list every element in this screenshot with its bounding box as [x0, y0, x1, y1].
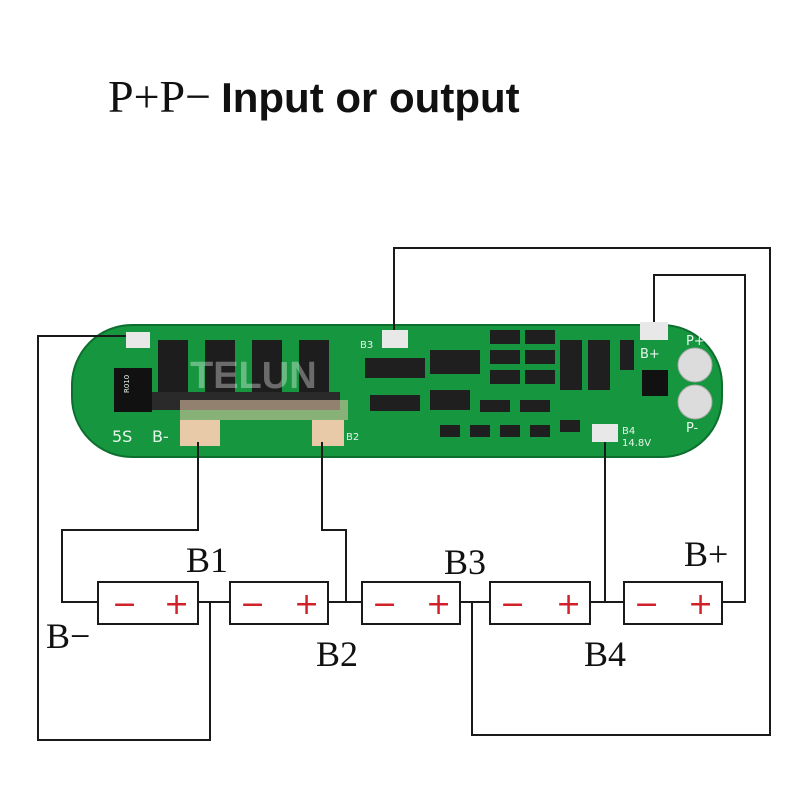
- cell-2: − +: [229, 581, 329, 625]
- mosfet-1: [158, 340, 188, 392]
- board-label-5s: 5S: [112, 427, 132, 446]
- cell-1: − +: [97, 581, 199, 625]
- cell-5: − +: [623, 581, 723, 625]
- board-label-bplus: B+: [640, 347, 660, 362]
- wires: [37, 247, 771, 741]
- cell-3-minus: −: [372, 587, 397, 622]
- mosfet-3: [252, 340, 282, 392]
- board-label-bminus: B-: [152, 427, 169, 446]
- label-bminus: B−: [46, 616, 90, 656]
- resistor-code: R010: [123, 375, 131, 393]
- cell-3: − +: [361, 581, 461, 625]
- board-label-b3: B3: [360, 340, 373, 351]
- pad-pplus: [640, 322, 668, 340]
- pad-pminus-round: [677, 384, 713, 420]
- label-b2: B2: [316, 634, 358, 674]
- mosfet-2: [205, 340, 235, 392]
- board-label-pminus: P-: [686, 421, 699, 436]
- cell-4: − +: [489, 581, 591, 625]
- wire-b3: [393, 247, 771, 736]
- cell-3-plus: +: [426, 587, 451, 622]
- pad-bminus-top: [126, 332, 150, 348]
- wire-b1-loop: [61, 442, 199, 603]
- cell-5-plus: +: [688, 587, 713, 622]
- label-b4: B4: [584, 634, 626, 674]
- cell-5-minus: −: [634, 587, 659, 622]
- pad-b3: [382, 330, 408, 348]
- board-label-voltage: 14.8V: [622, 438, 651, 449]
- component-cluster: [365, 330, 634, 437]
- board-label-b2: B2: [346, 432, 359, 443]
- sense-resistor-2: [130, 368, 152, 412]
- cell-2-plus: +: [294, 587, 319, 622]
- label-b1: B1: [186, 540, 228, 580]
- cell-1-plus: +: [164, 587, 189, 622]
- pad-bminus: [180, 420, 220, 446]
- pad-b2: [312, 420, 344, 446]
- diagram-title: P+P−Input or output: [108, 70, 520, 140]
- watermark: TELUN: [190, 355, 317, 397]
- title-terminals: P+P−: [108, 71, 212, 122]
- cell-1-minus: −: [112, 587, 137, 622]
- wire-bplus: [653, 274, 746, 603]
- watermark-band: [180, 400, 348, 420]
- pad-pplus-round: [677, 347, 713, 383]
- pad-b4: [592, 424, 618, 442]
- output-chip: [642, 370, 668, 396]
- wire-b2: [321, 442, 347, 602]
- board-label-b4: B4: [622, 426, 635, 437]
- label-bplus: B+: [684, 534, 728, 574]
- battery-cells: − + − + − + − + − +: [97, 581, 723, 625]
- board-label-pplus: P+: [686, 334, 705, 349]
- bms-board: R010 5S B- B+ P+ P- B4: [71, 322, 723, 458]
- cell-4-plus: +: [556, 587, 581, 622]
- cell-4-minus: −: [500, 587, 525, 622]
- cell-2-minus: −: [240, 587, 265, 622]
- title-text: Input or output: [221, 74, 520, 121]
- label-b3: B3: [444, 542, 486, 582]
- mosfet-4: [299, 340, 329, 392]
